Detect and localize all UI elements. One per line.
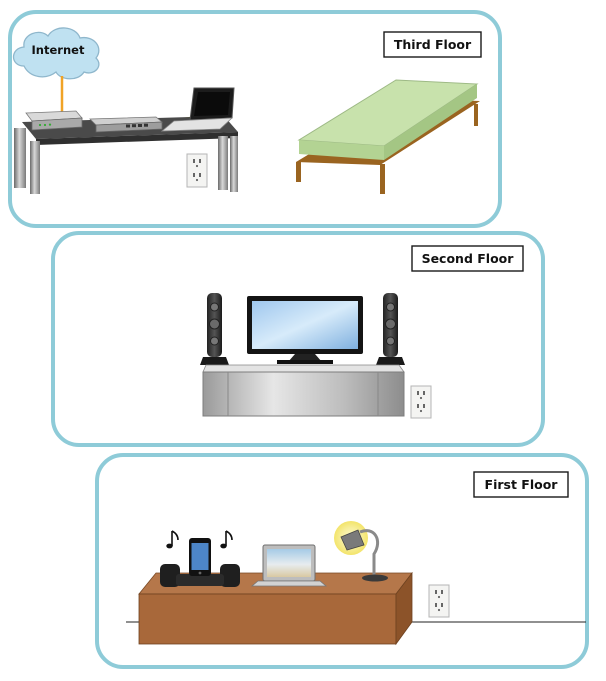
bed-icon bbox=[296, 79, 480, 194]
second-floor-label: Second Floor bbox=[422, 251, 515, 266]
music-note-icon bbox=[166, 530, 179, 549]
laptop-icon bbox=[250, 544, 328, 587]
music-note-icon bbox=[220, 530, 233, 549]
speaker-icon bbox=[376, 293, 405, 365]
first-floor: First Floor bbox=[95, 453, 589, 669]
lamp-icon bbox=[334, 521, 388, 582]
power-outlet-icon bbox=[410, 385, 432, 419]
tv-cabinet-icon bbox=[202, 364, 405, 417]
second-floor: Second Floor bbox=[51, 231, 545, 447]
third-floor: Third Floor Internet bbox=[8, 10, 502, 228]
third-floor-label: Third Floor bbox=[394, 37, 472, 52]
laptop-icon bbox=[160, 87, 235, 132]
second-floor-label-box: Second Floor bbox=[411, 245, 524, 272]
third-floor-frame bbox=[8, 10, 502, 228]
cloud-icon: Internet bbox=[12, 27, 100, 80]
power-outlet-icon bbox=[186, 153, 208, 188]
switch-icon bbox=[89, 116, 164, 133]
first-floor-label: First Floor bbox=[485, 477, 559, 492]
power-outlet-icon bbox=[428, 584, 450, 618]
speaker-icon bbox=[200, 293, 229, 365]
first-floor-label-box: First Floor bbox=[473, 471, 569, 498]
router-icon bbox=[25, 110, 83, 131]
third-floor-label-box: Third Floor bbox=[383, 31, 482, 58]
internet-label: Internet bbox=[32, 43, 85, 57]
tv-icon bbox=[247, 296, 363, 364]
phone-dock-icon bbox=[160, 538, 240, 587]
